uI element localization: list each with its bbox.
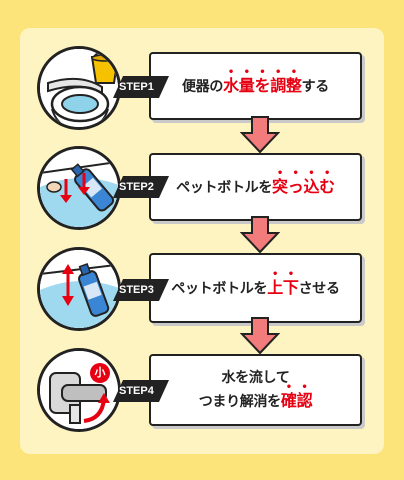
step4-badge: STEP4: [113, 380, 169, 402]
step4-text-line1: 水を流して: [221, 369, 290, 386]
step4-em-2: 認: [297, 391, 313, 410]
down-arrow-icon: [240, 216, 280, 254]
step3-text-pre: ペットボトルを: [171, 281, 268, 297]
step2-em-3: 込: [303, 177, 319, 196]
step4-em-1: 確: [281, 391, 297, 410]
step2-box: ペットボトルを突っ込む: [149, 153, 362, 221]
step1-text-pre: 便器の: [181, 79, 224, 95]
toilet-bucket-illustration: [37, 46, 121, 130]
step2-em-4: む: [319, 177, 335, 196]
flush-lever-illustration: 小: [37, 348, 121, 432]
step2-badge: STEP2: [113, 176, 169, 198]
down-arrow-icon: [240, 317, 280, 355]
step1-text-post: する: [301, 79, 330, 95]
step1-em-2: 量: [239, 76, 255, 95]
step2-em-2: っ: [288, 177, 304, 196]
step4-box: 水を流して つまり解消を確認: [149, 354, 362, 426]
step2-text-pre: ペットボトルを: [176, 180, 273, 196]
step3-em-2: 下: [283, 278, 299, 297]
step3-em-1: 上: [267, 278, 283, 297]
step1-em-1: 水: [223, 76, 239, 95]
knob-small-label: 小: [94, 366, 106, 379]
step2-em-1: 突: [272, 177, 288, 196]
step1-em-4: 調: [270, 76, 286, 95]
step1-em-5: 整: [286, 76, 302, 95]
step3-text-post: させる: [298, 281, 340, 297]
step1-box: 便器の水量を調整する: [149, 52, 362, 120]
step4-text-pre: つまり解消を: [198, 393, 282, 410]
step1-badge: STEP1: [113, 76, 169, 98]
step3-box: ペットボトルを上下させる: [149, 253, 362, 323]
down-arrow-icon: [240, 116, 280, 154]
bottle-updown-illustration: [37, 247, 121, 331]
step3-badge: STEP3: [113, 279, 169, 301]
step1-em-3: を: [255, 76, 271, 95]
bottle-push-illustration: [37, 146, 121, 230]
